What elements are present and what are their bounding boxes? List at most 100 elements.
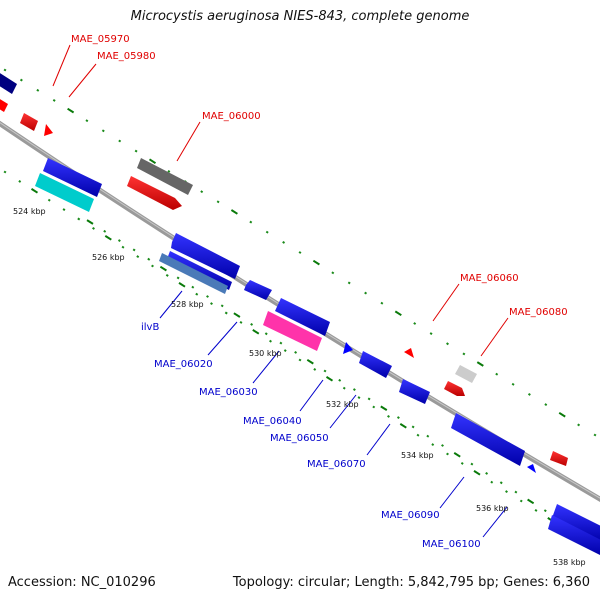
tick-label-536: 536 kbp — [476, 504, 509, 513]
tick-labels: 524 kbp 526 kbp 528 kbp 530 kbp 532 kbp … — [13, 207, 586, 567]
tick-dot — [577, 423, 581, 427]
tick-dot — [396, 416, 400, 420]
label-mae-06060[interactable]: MAE_06060 — [460, 273, 519, 284]
gene-mae-05990-rev[interactable] — [43, 158, 102, 197]
label-mae-05980[interactable]: MAE_05980 — [97, 51, 156, 62]
gene-ilvb[interactable] — [159, 253, 228, 294]
gene-mae-06025[interactable] — [275, 298, 330, 336]
tick-dot — [19, 78, 23, 82]
label-mae-06090[interactable]: MAE_06090 — [381, 510, 440, 521]
tick-dot — [265, 230, 269, 234]
tick-dot — [511, 382, 515, 386]
gene-mae-05970[interactable] — [20, 113, 38, 131]
tick-dot — [485, 471, 489, 475]
tick-dash — [148, 158, 157, 165]
gene-mae-05995[interactable] — [35, 173, 94, 212]
tick-dot — [269, 339, 272, 343]
tick-dot — [543, 509, 547, 513]
gene-mae-06050[interactable] — [359, 351, 392, 378]
gene-mae-06060[interactable] — [404, 348, 414, 358]
tick-dot — [416, 433, 420, 437]
tick-label-528: 528 kbp — [171, 300, 204, 309]
gene-mae-05990[interactable] — [137, 158, 193, 195]
label-mae-06070[interactable]: MAE_06070 — [307, 459, 366, 470]
gene-mae-06000[interactable] — [127, 176, 182, 210]
topology-text: Topology: circular; Length: 5,842,795 bp… — [232, 575, 590, 590]
tick-dot — [593, 433, 597, 437]
tick-dash — [558, 411, 566, 418]
gene-mae-05960[interactable] — [0, 70, 17, 94]
label-mae-06000[interactable]: MAE_06000 — [202, 111, 261, 122]
gene-mae-06090[interactable] — [451, 413, 525, 466]
tick-dot — [62, 208, 66, 212]
gene-mae-06095[interactable] — [527, 464, 536, 473]
tick-dot — [216, 200, 220, 204]
tick-dot — [118, 139, 122, 143]
tick-dash — [230, 209, 238, 215]
gene-mae-06010[interactable] — [171, 233, 240, 279]
tick-dot — [279, 341, 283, 345]
label-mae-06020[interactable]: MAE_06020 — [154, 359, 213, 370]
tick-dot — [282, 240, 286, 244]
leader-mae-05980 — [68, 63, 97, 98]
tick-dot — [446, 342, 449, 346]
tick-dot — [413, 322, 417, 325]
gene-mae-06040[interactable] — [343, 342, 353, 354]
tick-dot — [134, 149, 138, 153]
tick-dot — [3, 170, 7, 174]
gene-mae-06080[interactable] — [444, 381, 465, 396]
leader-mae-06020 — [207, 321, 238, 356]
tick-dot — [165, 273, 169, 277]
tick-dash — [86, 219, 94, 225]
gene-mae-06065[interactable] — [399, 379, 430, 404]
tick-dot — [101, 129, 105, 133]
leader-mae-06030 — [252, 350, 280, 384]
leader-mae-06070 — [366, 423, 391, 456]
tick-dot — [47, 198, 51, 202]
tick-dot — [151, 264, 154, 268]
tick-dot — [200, 190, 204, 194]
label-mae-05970[interactable]: MAE_05970 — [71, 34, 130, 45]
tick-dash — [473, 470, 481, 476]
tick-dot — [490, 480, 494, 484]
tick-dot — [85, 119, 89, 123]
tick-label-524: 524 kbp — [13, 207, 46, 216]
tick-dot — [264, 332, 268, 336]
tick-label-530: 530 kbp — [249, 349, 282, 358]
tick-dot — [121, 245, 125, 249]
gene-mae-05980[interactable] — [44, 124, 53, 136]
tick-dot — [462, 352, 466, 356]
tick-dash — [30, 188, 39, 194]
gene-mae-06030[interactable] — [263, 311, 322, 351]
gene-mae-06110[interactable] — [550, 451, 568, 466]
tick-dot — [380, 301, 384, 305]
tick-dash — [159, 265, 167, 272]
label-mae-06030[interactable]: MAE_06030 — [199, 387, 258, 398]
tick-label-534: 534 kbp — [401, 451, 434, 460]
tick-dot — [18, 179, 22, 183]
label-ilvb[interactable]: ilvB — [141, 322, 159, 333]
tick-dot — [191, 285, 195, 289]
gene-mae-06105[interactable] — [548, 515, 600, 555]
tick-dot — [132, 248, 136, 252]
tick-dot — [347, 281, 351, 285]
gene-mae-06070-fwd[interactable] — [455, 365, 477, 383]
tick-dash — [312, 259, 320, 266]
label-mae-06050[interactable]: MAE_06050 — [270, 433, 329, 444]
label-mae-06040[interactable]: MAE_06040 — [243, 416, 302, 427]
label-mae-06080[interactable]: MAE_06080 — [509, 307, 568, 318]
leader-mae-06090 — [439, 476, 465, 509]
tick-dash — [233, 312, 241, 318]
tick-label-538: 538 kbp — [553, 558, 586, 567]
tick-dot — [167, 169, 171, 173]
gene-mae-05950[interactable] — [0, 96, 8, 112]
tick-dot — [470, 462, 474, 466]
tick-dot — [441, 444, 444, 447]
tick-dot — [527, 392, 531, 396]
tick-dash — [394, 310, 402, 317]
gene-mae-06020[interactable] — [244, 280, 272, 300]
label-mae-06100[interactable]: MAE_06100 — [422, 539, 481, 550]
tick-dot — [364, 291, 368, 295]
gene-mae-06100[interactable] — [552, 504, 600, 542]
